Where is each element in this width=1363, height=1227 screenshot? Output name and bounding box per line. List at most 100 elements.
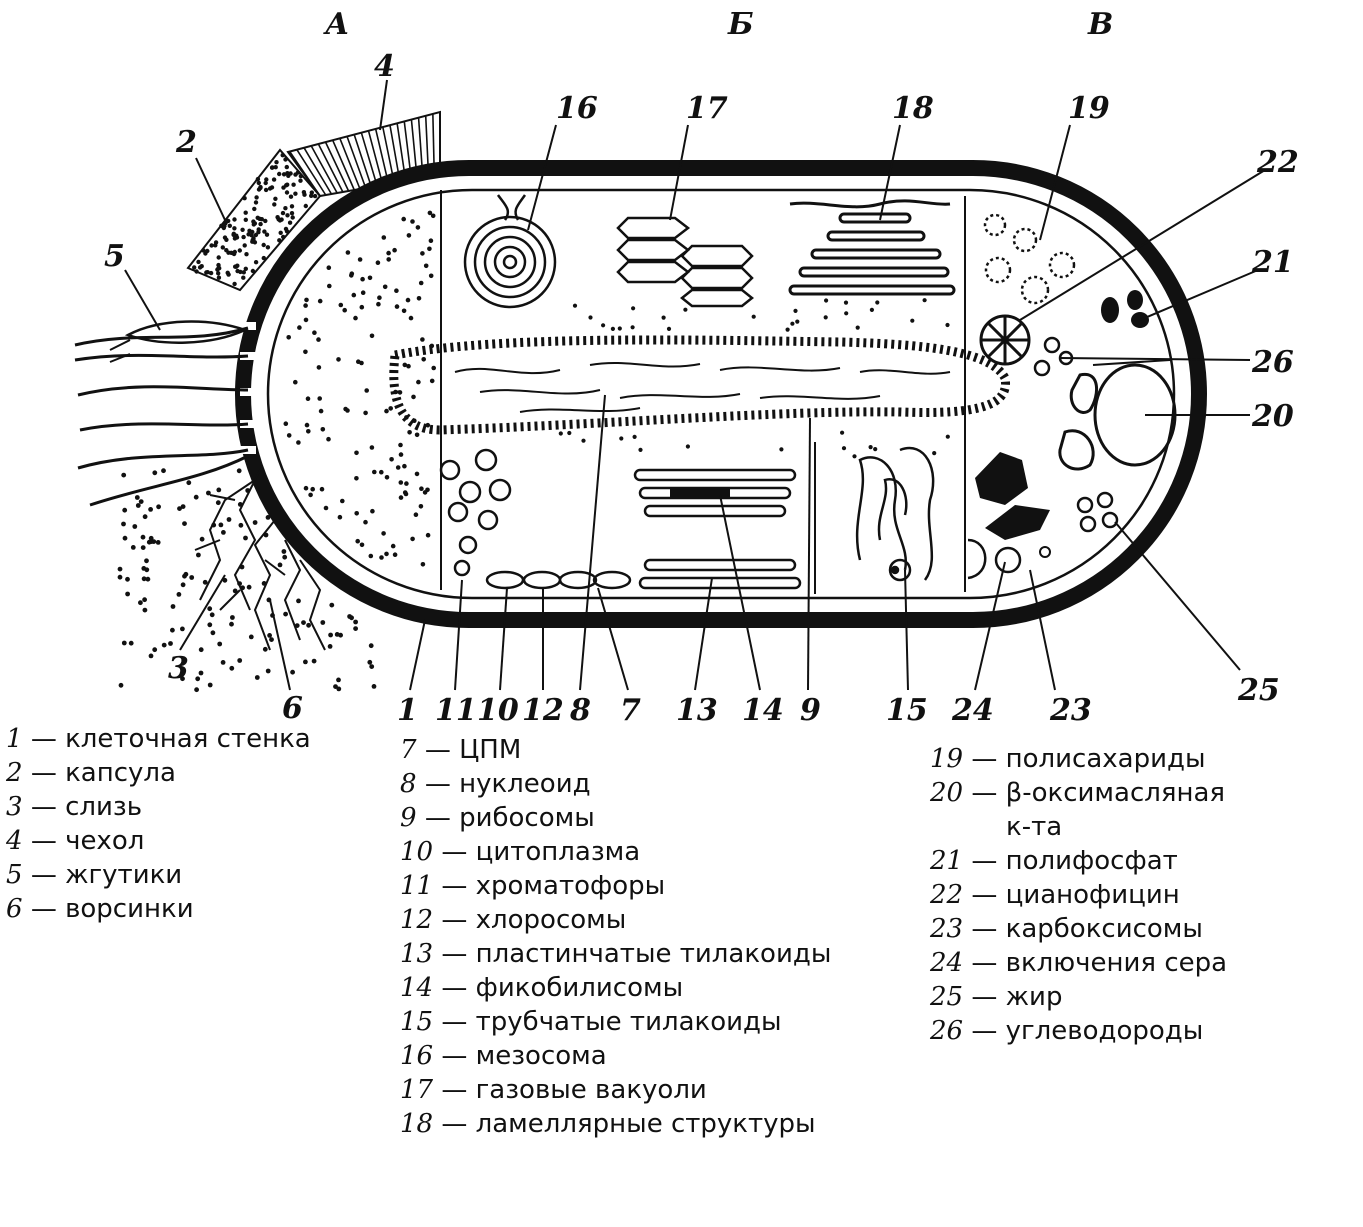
legend-number: 3: [6, 792, 23, 822]
callout-2: 2: [175, 125, 197, 160]
legend-text: — нуклеоид: [424, 769, 591, 799]
legend-item: 2 — капсула: [6, 756, 311, 790]
nucleoid: [389, 335, 1010, 435]
section-label-a: А: [323, 7, 349, 42]
legend-text: — полисахариды: [971, 744, 1206, 774]
legend-item: 17 — газовые вакуоли: [400, 1073, 831, 1107]
legend-number: 20: [930, 778, 964, 808]
callout-23: 23: [1049, 693, 1092, 728]
sulfur-inclusions: [967, 452, 1050, 580]
legend-item: 26 — углеводороды: [930, 1014, 1227, 1048]
callout-12: 12: [522, 693, 564, 728]
legend-text: — жгутики: [30, 860, 183, 890]
phycobilisomes: [670, 488, 730, 498]
legend-text: — мезосома: [441, 1041, 607, 1071]
legend-number: 26: [930, 1016, 964, 1046]
legend-item: 22 — цианофицин: [930, 878, 1227, 912]
legend-text: — фикобилисомы: [441, 973, 684, 1003]
legend-text: — пластинчатые тилакоиды: [441, 939, 832, 969]
legend-number: 9: [400, 803, 417, 833]
legend-item: 11 — хроматофоры: [400, 869, 831, 903]
legend-item: 1 — клеточная стенка: [6, 722, 311, 756]
legend-item: 5 — жгутики: [6, 858, 311, 892]
legend-item: 13 — пластинчатые тилакоиды: [400, 937, 831, 971]
chromatophores: [439, 448, 512, 577]
legend-text: — слизь: [30, 792, 143, 822]
legend-item: 24 — включения сера: [930, 946, 1227, 980]
legend-text: — газовые вакуоли: [441, 1075, 707, 1105]
legend-text: — рибосомы: [424, 803, 595, 833]
callout-21: 21: [1251, 245, 1294, 280]
chlorosomes: [485, 570, 632, 590]
cyanophycin: [979, 314, 1031, 366]
callout-13: 13: [676, 693, 718, 728]
legend-number: 15: [400, 1007, 434, 1037]
section-label-v: В: [1087, 7, 1113, 42]
legend-text: — углеводороды: [971, 1016, 1204, 1046]
legend-text: — жир: [971, 982, 1063, 1012]
lamellar-thylakoids: [633, 468, 802, 590]
legend-number: 14: [400, 973, 434, 1003]
legend-number: 22: [930, 880, 964, 910]
callout-6: 6: [282, 691, 303, 726]
legend-text: — трубчатые тилакоиды: [441, 1007, 782, 1037]
legend-item: 16 — мезосома: [400, 1039, 831, 1073]
legend-item: 25 — жир: [930, 980, 1227, 1014]
legend-text: — хлоросомы: [441, 905, 627, 935]
mesosome: [463, 194, 557, 309]
legend-text: — хроматофоры: [441, 871, 666, 901]
callout-22: 22: [1256, 145, 1299, 180]
legend-item: к-та: [930, 810, 1227, 844]
legend-number: 17: [400, 1075, 434, 1105]
legend-number: 6: [6, 894, 23, 924]
legend-number: 5: [6, 860, 23, 890]
fimbriae: [194, 469, 326, 651]
callout-8: 8: [569, 693, 591, 728]
callout-18: 18: [892, 91, 934, 126]
capsule: [186, 148, 322, 292]
legend-number: 7: [400, 735, 417, 765]
legend-text: — ворсинки: [30, 894, 194, 924]
callout-16: 16: [556, 91, 598, 126]
legend-column-1: 1 — клеточная стенка 2 — капсула 3 — сли…: [6, 722, 311, 926]
legend-item: 23 — карбоксисомы: [930, 912, 1227, 946]
callout-10: 10: [477, 693, 519, 728]
legend-item: 3 — слизь: [6, 790, 311, 824]
tubular-thylakoids: [855, 446, 935, 582]
legend-item: 8 — нуклеоид: [400, 767, 831, 801]
legend-number: 21: [930, 846, 964, 876]
legend-number: 25: [930, 982, 964, 1012]
callout-20: 20: [1251, 399, 1294, 434]
legend-text: — цианофицин: [971, 880, 1180, 910]
callout-17: 17: [686, 91, 728, 126]
legend-number: 2: [6, 758, 23, 788]
hydrocarbons: [1033, 336, 1074, 377]
legend-number: 24: [930, 948, 964, 978]
legend-text: — капсула: [30, 758, 176, 788]
callout-1: 1: [397, 693, 418, 728]
legend-text: — чехол: [30, 826, 145, 856]
callout-7: 7: [620, 693, 641, 728]
legend-number: 10: [400, 837, 434, 867]
legend-text: — β-оксимасляная: [971, 778, 1226, 808]
legend-item: 20 — β-оксимасляная: [930, 776, 1227, 810]
legend-item: 9 — рибосомы: [400, 801, 831, 835]
polyphosphate: [1101, 290, 1149, 328]
lamellar-structures: [788, 199, 956, 296]
legend-item: 10 — цитоплазма: [400, 835, 831, 869]
cytoplasmic-membrane: [266, 188, 1176, 600]
legend-number: 18: [400, 1109, 434, 1139]
callout-25: 25: [1237, 673, 1280, 708]
legend-item: 14 — фикобилисомы: [400, 971, 831, 1005]
sheath: [286, 110, 441, 198]
callout-5: 5: [104, 239, 125, 274]
ribosomes: [283, 210, 950, 567]
legend-text: — ЦПМ: [424, 735, 522, 765]
legend-number: 13: [400, 939, 434, 969]
legend-number: 1: [6, 724, 23, 754]
fat-droplets: [1076, 491, 1119, 533]
callout-3: 3: [168, 651, 189, 686]
legend-item: 18 — ламеллярные структуры: [400, 1107, 831, 1141]
legend-item: 21 — полифосфат: [930, 844, 1227, 878]
